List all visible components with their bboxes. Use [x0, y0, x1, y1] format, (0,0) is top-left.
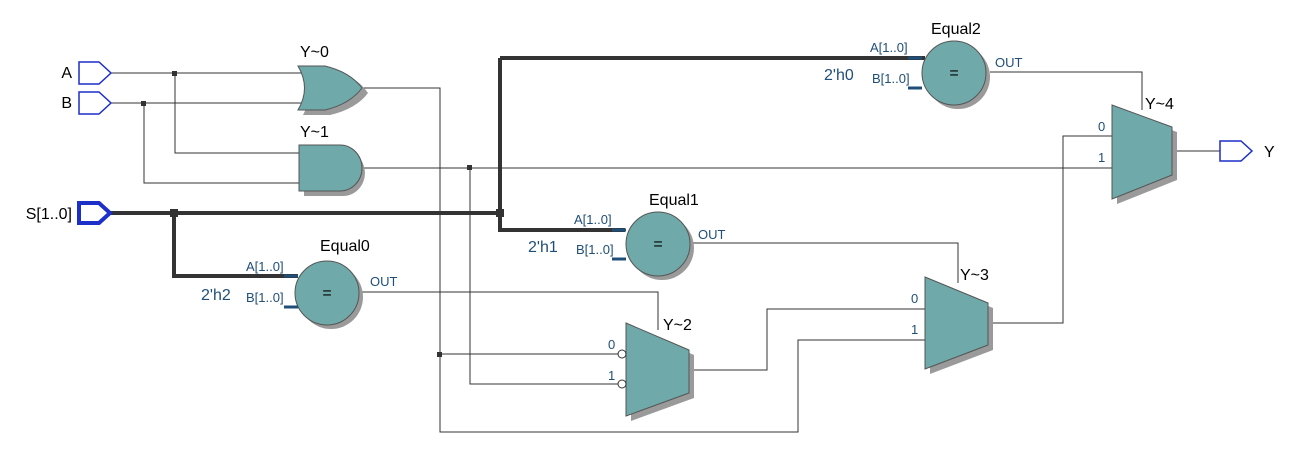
input-port-s[interactable]: S[1..0]	[26, 201, 113, 225]
junction-dot	[170, 209, 178, 217]
inverter-bubble	[617, 349, 627, 359]
pin-label-a: A[1..0]	[574, 212, 612, 227]
pin-label-out: OUT	[370, 274, 398, 289]
pin-label-out: OUT	[698, 227, 726, 242]
mux-label-y2: Y~2	[663, 317, 692, 334]
equal-symbol: =	[949, 65, 958, 82]
comparator-equal2[interactable]: = Equal2 A[1..0] B[1..0] OUT 2'h0	[824, 21, 1023, 109]
and-gate-y1[interactable]: Y~1	[298, 124, 365, 196]
junction-dot	[437, 352, 442, 357]
input-label-a: A	[61, 65, 72, 82]
output-port-y[interactable]: Y	[1219, 140, 1275, 162]
wire-y2-out	[690, 308, 925, 371]
junction-dot	[496, 209, 504, 217]
output-label-y: Y	[1264, 144, 1275, 161]
wire-equal1-out	[690, 242, 959, 283]
inverter-bubble	[617, 379, 627, 389]
wire-equal0-out	[355, 291, 659, 330]
mux-y3[interactable]: 0 1 Y~3	[911, 267, 993, 374]
mux-pin-1: 1	[911, 322, 918, 337]
wire-y3-out	[988, 135, 1112, 324]
junctions	[141, 71, 504, 357]
equal-symbol: =	[322, 285, 331, 302]
input-label-s: S[1..0]	[26, 206, 72, 223]
wire-y1-to-y2	[469, 168, 622, 385]
constant-value: 2'h1	[528, 239, 558, 256]
comparator-equal0[interactable]: = Equal0 A[1..0] B[1..0] OUT 2'h2	[201, 238, 398, 329]
comparator-equal1[interactable]: = Equal1 A[1..0] B[1..0] OUT 2'h1	[528, 192, 726, 280]
pin-label-b: B[1..0]	[576, 242, 614, 257]
mux-pin-0: 0	[1098, 119, 1105, 134]
junction-dot	[172, 71, 177, 76]
mux-pin-1: 1	[608, 368, 615, 383]
pin-label-b: B[1..0]	[872, 71, 910, 86]
bus-s-to-equal1	[498, 58, 625, 232]
bus-s-to-equal0	[172, 213, 298, 278]
wire-equal2-out	[990, 71, 1143, 110]
comparator-name-equal0: Equal0	[320, 238, 370, 255]
constant-value: 2'h0	[824, 67, 854, 84]
mux-label-y4: Y~4	[1145, 96, 1174, 113]
gate-label-y1: Y~1	[300, 124, 329, 141]
mux-pin-0: 0	[608, 337, 615, 352]
junction-dot	[141, 101, 146, 106]
mux-pin-0: 0	[911, 291, 918, 306]
input-port-b[interactable]: B	[61, 91, 113, 115]
pin-label-a: A[1..0]	[870, 40, 908, 55]
comparator-name-equal2: Equal2	[931, 21, 981, 38]
pin-label-a: A[1..0]	[246, 259, 284, 274]
pin-label-b: B[1..0]	[246, 290, 284, 305]
input-label-b: B	[61, 95, 72, 112]
wire-b-to-y1	[143, 103, 300, 184]
gate-label-y0: Y~0	[300, 44, 329, 61]
wire-a-to-y1	[174, 73, 300, 154]
pin-label-out: OUT	[995, 55, 1023, 70]
equal-symbol: =	[653, 236, 662, 253]
or-gate-y0[interactable]: Y~0	[297, 44, 368, 115]
constant-value: 2'h2	[201, 287, 231, 304]
wires	[111, 71, 1220, 433]
comparator-name-equal1: Equal1	[649, 192, 699, 209]
mux-y2[interactable]: 0 1 Y~2	[608, 317, 694, 421]
mux-label-y3: Y~3	[960, 267, 989, 284]
junction-dot	[467, 165, 472, 170]
mux-y4[interactable]: 0 1 Y~4	[1098, 96, 1177, 204]
mux-pin-1: 1	[1098, 150, 1105, 165]
wire-y0-out	[362, 87, 925, 433]
input-port-a[interactable]: A	[61, 61, 113, 85]
